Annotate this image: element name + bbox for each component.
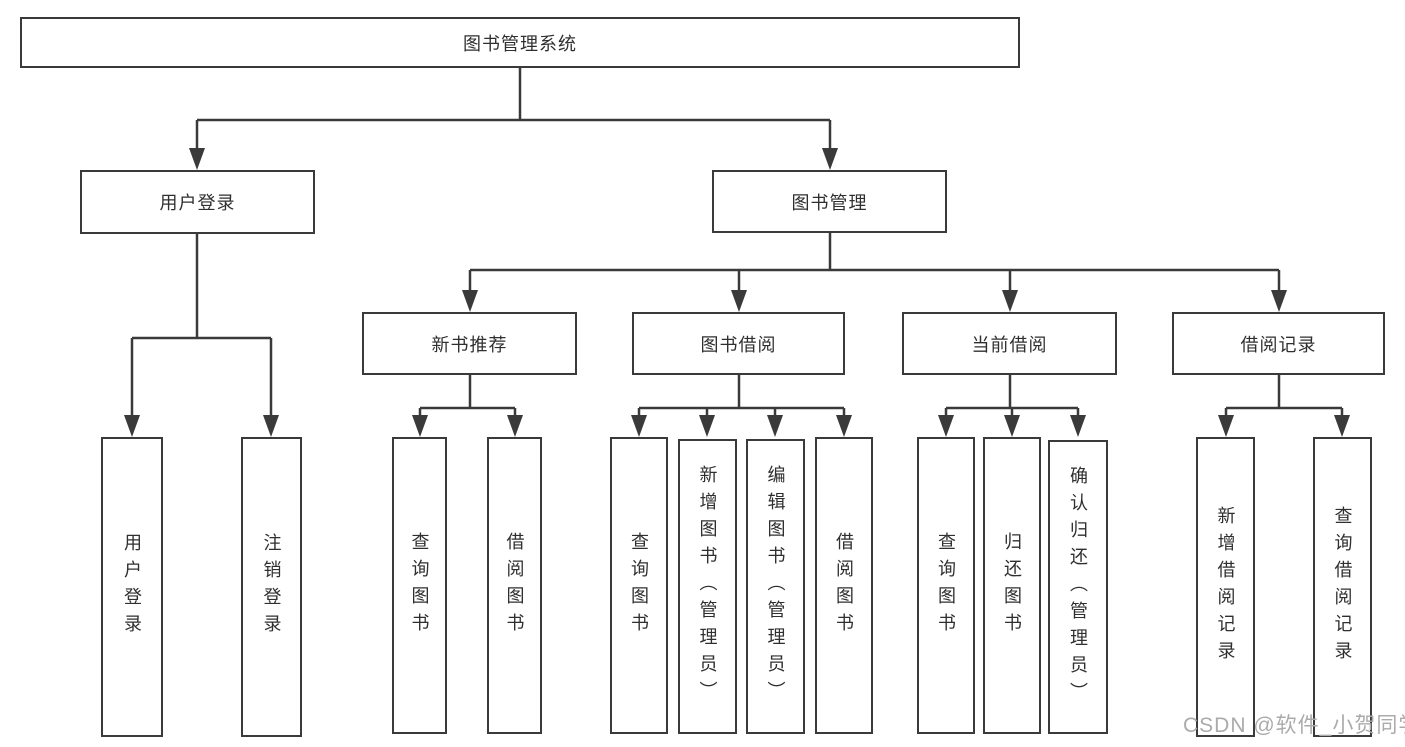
leaf-label: 注销登录 xyxy=(261,533,282,641)
node-label: 当前借阅 xyxy=(971,334,1048,355)
node-label: 用户登录 xyxy=(159,193,236,213)
node-book-management: 图书管理 xyxy=(712,170,947,233)
leaf-add-borrow-record: 新增借阅记录 xyxy=(1196,437,1255,737)
leaf-user-login: 用户登录 xyxy=(101,437,163,737)
leaf-label: 新增图书（管理员） xyxy=(697,465,718,708)
leaf-label: 确认归还（管理员） xyxy=(1068,465,1088,709)
leaf-label: 查询图书 xyxy=(409,531,430,640)
leaf-query-books-current: 查询图书 xyxy=(917,437,975,734)
leaf-label: 查询借阅记录 xyxy=(1332,506,1353,668)
node-label: 图书管理 xyxy=(791,192,868,213)
node-label: 图书管理系统 xyxy=(463,33,577,54)
node-label: 图书借阅 xyxy=(700,334,777,355)
leaf-label: 借阅图书 xyxy=(504,531,525,640)
node-user-login: 用户登录 xyxy=(80,170,315,234)
leaf-confirm-return-admin: 确认归还（管理员） xyxy=(1048,440,1108,734)
leaf-label: 归还图书 xyxy=(1002,531,1022,640)
node-root: 图书管理系统 xyxy=(20,17,1020,68)
leaf-query-borrow-record: 查询借阅记录 xyxy=(1313,437,1372,737)
leaf-label: 新增借阅记录 xyxy=(1215,506,1236,668)
leaf-query-books-recommend: 查询图书 xyxy=(392,437,447,734)
watermark: CSDN @软件_小贺同学 xyxy=(1183,714,1405,737)
leaf-label: 用户登录 xyxy=(122,533,142,641)
leaf-label: 借阅图书 xyxy=(834,531,854,640)
node-current-borrow: 当前借阅 xyxy=(902,312,1117,375)
leaf-label: 查询图书 xyxy=(936,531,956,640)
leaf-borrow-books-recommend: 借阅图书 xyxy=(487,437,542,734)
leaf-label: 查询图书 xyxy=(629,531,649,640)
node-borrow-records: 借阅记录 xyxy=(1172,312,1385,375)
leaf-label: 编辑图书（管理员） xyxy=(765,465,786,708)
leaf-query-books-borrow: 查询图书 xyxy=(610,437,668,734)
leaf-logout: 注销登录 xyxy=(241,437,302,737)
node-new-book-recommend: 新书推荐 xyxy=(362,312,577,375)
arrowheads xyxy=(124,148,1350,437)
leaf-edit-book-admin: 编辑图书（管理员） xyxy=(746,439,805,734)
leaf-borrow-books-2: 借阅图书 xyxy=(815,437,873,734)
leaf-return-book: 归还图书 xyxy=(983,437,1041,734)
leaf-add-book-admin: 新增图书（管理员） xyxy=(678,439,737,734)
node-label: 借阅记录 xyxy=(1240,334,1317,355)
connector-path xyxy=(130,68,1344,421)
node-label: 新书推荐 xyxy=(431,334,508,355)
node-book-borrow: 图书借阅 xyxy=(632,312,845,375)
